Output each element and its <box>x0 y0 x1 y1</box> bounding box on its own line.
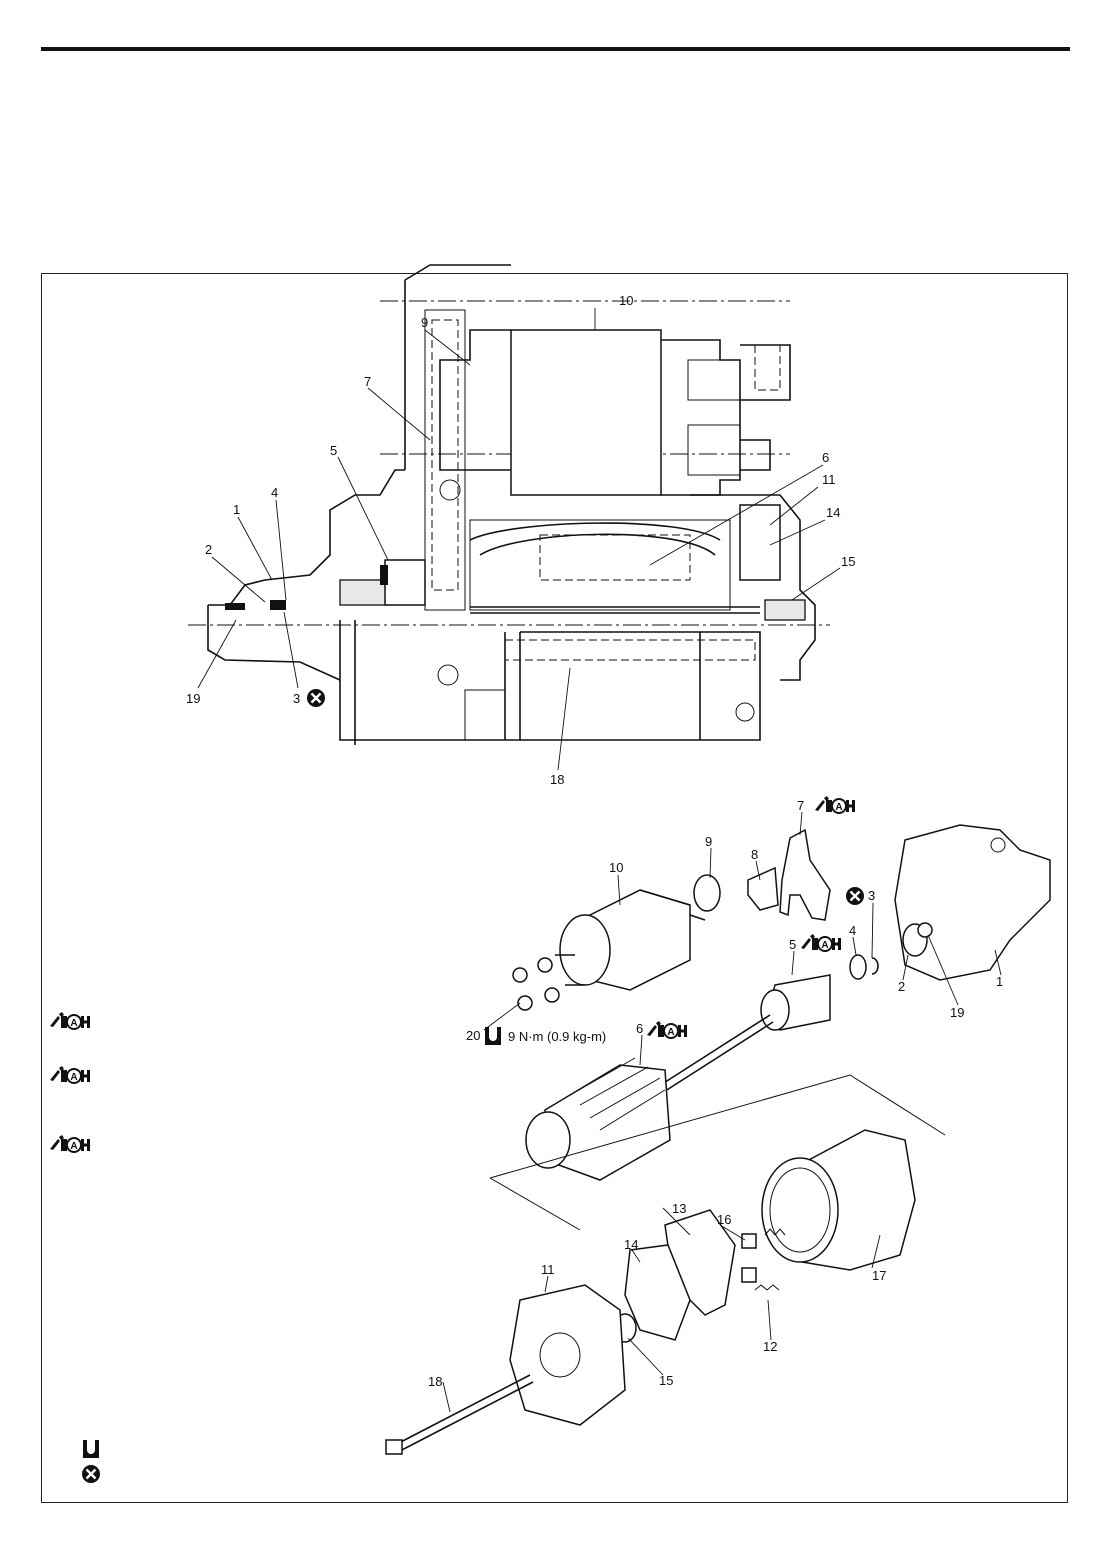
ex-label-17: 17 <box>872 1268 886 1283</box>
xs-label-5: 5 <box>330 443 337 458</box>
grease-a-icon <box>801 934 841 951</box>
ex-label-19: 19 <box>950 1005 964 1020</box>
xs-label-4: 4 <box>271 485 278 500</box>
ex-label-18: 18 <box>428 1374 442 1389</box>
xs-label-11: 11 <box>822 472 836 487</box>
torque-icon <box>83 1440 99 1458</box>
ex-label-10: 10 <box>609 860 623 875</box>
ex-label-13: 13 <box>672 1201 686 1216</box>
cross-section-view <box>188 265 840 770</box>
xs-label-9: 9 <box>421 315 428 330</box>
ex-label-7: 7 <box>797 798 804 813</box>
ex-label-15: 15 <box>659 1373 673 1388</box>
ex-label-20: 20 <box>466 1028 480 1043</box>
do-not-reuse-icon <box>307 689 325 707</box>
xs-label-15: 15 <box>841 554 855 569</box>
grease-a-icon <box>50 1012 90 1029</box>
ex-label-5: 5 <box>789 937 796 952</box>
ex-label-14: 14 <box>624 1237 638 1252</box>
xs-label-6: 6 <box>822 450 829 465</box>
xs-label-10: 10 <box>619 293 633 308</box>
solenoid-body <box>511 330 661 495</box>
do-not-reuse-icon <box>846 887 864 905</box>
ex-label-12: 12 <box>763 1339 777 1354</box>
ex-label-9: 9 <box>705 834 712 849</box>
xs-label-18: 18 <box>550 772 564 787</box>
xs-label-1: 1 <box>233 502 240 517</box>
torque-icon <box>485 1027 501 1045</box>
ex-label-2: 2 <box>898 979 905 994</box>
ex-label-11: 11 <box>541 1262 555 1277</box>
grease-a-icon <box>50 1066 90 1083</box>
torque-spec-label: 9 N·m (0.9 kg-m) <box>508 1029 606 1044</box>
xs-label-7: 7 <box>364 374 371 389</box>
xs-label-2: 2 <box>205 542 212 557</box>
exploded-view <box>386 812 1050 1454</box>
ex-label-16: 16 <box>717 1212 731 1227</box>
grease-a-icon <box>50 1135 90 1152</box>
legend <box>50 1012 100 1483</box>
ex-label-4: 4 <box>849 923 856 938</box>
ex-label-6: 6 <box>636 1021 643 1036</box>
do-not-reuse-icon <box>82 1465 100 1483</box>
ex-label-3: 3 <box>868 888 875 903</box>
ex-label-1: 1 <box>996 974 1003 989</box>
xs-label-19: 19 <box>186 691 200 706</box>
grease-a-icon <box>815 796 855 813</box>
grease-a-icon <box>647 1021 687 1038</box>
xs-label-14: 14 <box>826 505 840 520</box>
xs-label-3: 3 <box>293 691 300 706</box>
ex-label-8: 8 <box>751 847 758 862</box>
